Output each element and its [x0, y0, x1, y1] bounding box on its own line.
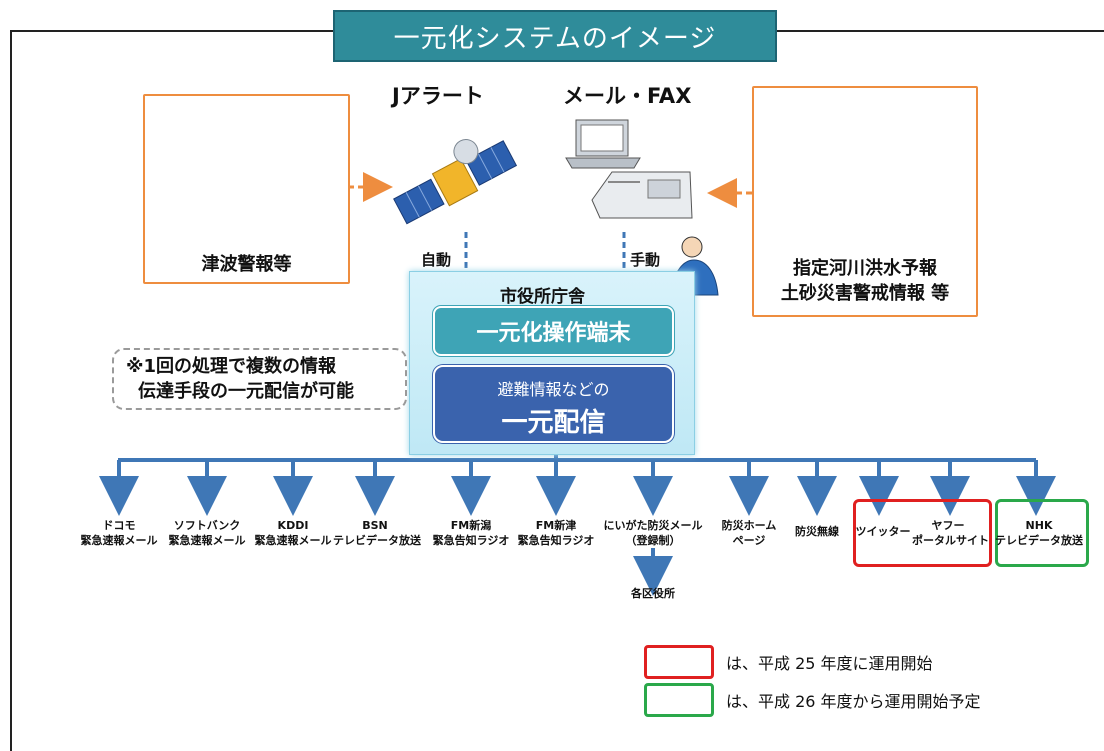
channel-bousai-radio: 防災無線	[795, 525, 839, 538]
note-line1: ※1回の処理で複数の情報	[126, 356, 337, 377]
city-office-label: 市役所庁舎	[500, 287, 585, 307]
legend-red-swatch	[644, 645, 714, 679]
integrated-terminal: 一元化操作端末	[433, 306, 674, 356]
integrated-distribution: 避難情報などの 一元配信	[433, 365, 674, 443]
tsunami-label: 津波警報等	[201, 254, 292, 275]
sub-channel-ward-offices: 各区役所	[631, 587, 675, 600]
j-alert-title: Jアラート	[392, 84, 484, 108]
river-label-line1: 指定河川洪水予報	[793, 258, 937, 279]
note-box: ※1回の処理で複数の情報 伝達手段の一元配信が可能	[112, 348, 407, 410]
satellite-illustration	[393, 139, 518, 225]
channel-softbank: ソフトバンク緊急速報メール	[168, 519, 246, 547]
mail-fax-title: メール・FAX	[563, 84, 692, 108]
distribution-line2: 一元配信	[501, 408, 606, 438]
legend-red-text: は、平成 25 年度に運用開始	[726, 654, 933, 673]
distribution-line1: 避難情報などの	[497, 380, 610, 399]
tsunami-card	[143, 94, 350, 284]
computer-fax-illustration	[565, 119, 693, 219]
note-line2: 伝達手段の一元配信が可能	[138, 381, 354, 402]
channel-twitter: ツイッター	[855, 525, 911, 538]
river-label: 指定河川洪水予報 土砂災害警戒情報 等	[752, 256, 978, 306]
legend-green-text: は、平成 26 年度から運用開始予定	[726, 692, 981, 711]
channel-bousai-homepage: 防災ホームページ	[721, 519, 777, 547]
manual-label: 手動	[630, 251, 661, 269]
frame-left-border	[10, 30, 12, 751]
channel-docomo: ドコモ緊急速報メール	[80, 519, 158, 547]
legend-green-swatch	[644, 683, 714, 717]
fy26-group-box	[995, 499, 1089, 567]
river-card	[752, 86, 978, 317]
channel-niigata-bousai-mail: にいがた防災メール（登録制）	[603, 519, 703, 547]
auto-label: 自動	[421, 251, 452, 269]
fy25-group-box	[853, 499, 992, 567]
river-label-line2: 土砂災害警戒情報 等	[780, 283, 950, 304]
diagram-title: 一元化システムのイメージ	[333, 10, 777, 62]
channel-fm-niitsu: FM新津緊急告知ラジオ	[517, 519, 595, 547]
channel-yahoo: ヤフーポータルサイト	[912, 519, 989, 547]
channel-fm-niigata: FM新潟緊急告知ラジオ	[432, 519, 510, 547]
